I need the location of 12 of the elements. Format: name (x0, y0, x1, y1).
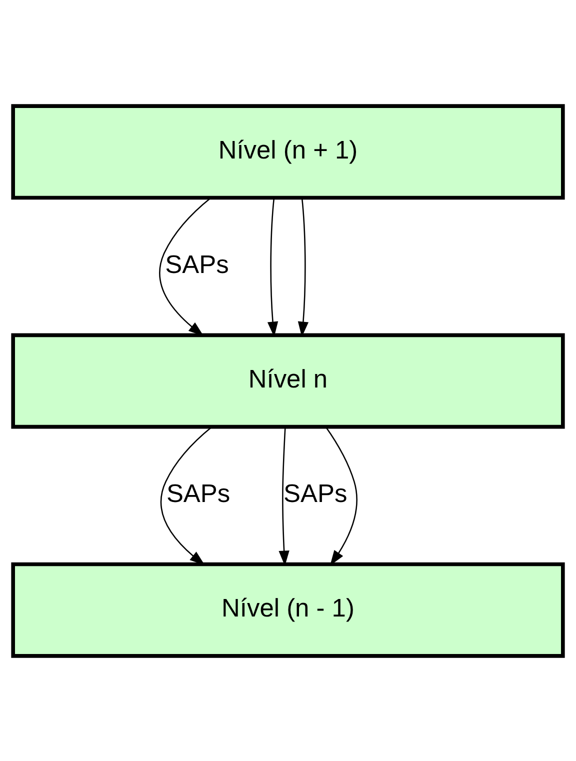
edge-label: SAPs (165, 250, 229, 278)
node-box: Nível (n + 1) (11, 104, 565, 200)
arrow (325, 426, 358, 566)
edge-label: SAPs (284, 479, 348, 508)
node-box: Nível (n - 1) (11, 562, 565, 658)
arrow (298, 197, 309, 336)
arrow (159, 196, 212, 336)
arrow (267, 197, 278, 336)
node-box: Nível n (11, 332, 565, 428)
arrow (160, 426, 212, 565)
arrow (278, 426, 290, 566)
edge-label: SAPs (166, 479, 230, 508)
